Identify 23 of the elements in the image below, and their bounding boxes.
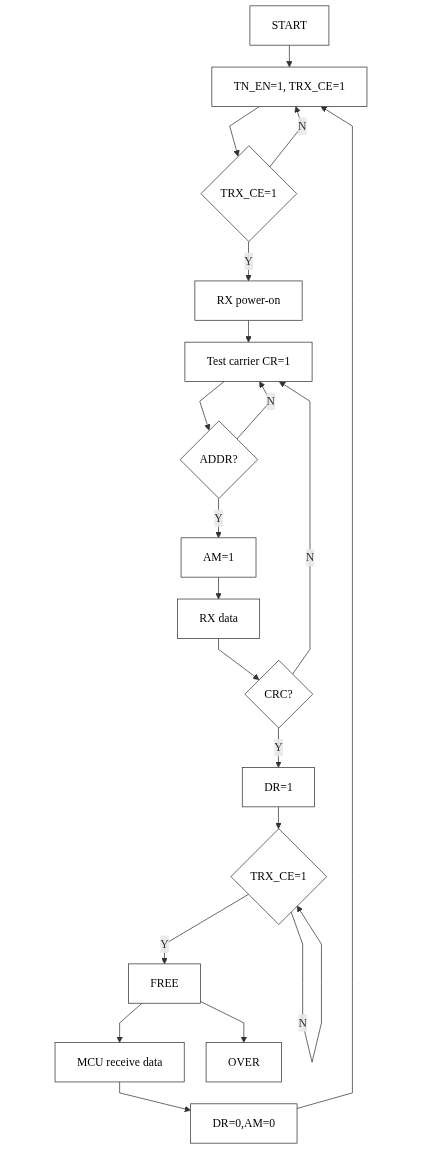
edge-label: Y	[160, 937, 169, 951]
node-diamond: CRC?	[244, 659, 314, 729]
edge-label: N	[298, 1016, 307, 1029]
node-box: MCU receive data	[54, 1042, 185, 1083]
node-box: DR=0,AM=0	[190, 1103, 298, 1144]
edge-label: Y	[274, 741, 283, 754]
node-diamond: TRX_CE=1	[200, 145, 298, 242]
edge-label: N	[297, 119, 307, 132]
node-box: OVER	[205, 1042, 282, 1083]
edge-label: N	[305, 550, 315, 564]
node-box: START	[249, 5, 330, 46]
node-box: AM=1	[180, 537, 257, 578]
edge-label: Y	[244, 254, 253, 268]
node-box: DR=1	[241, 767, 315, 808]
edge-label: Y	[214, 511, 223, 524]
node-diamond: ADDR?	[179, 420, 259, 499]
node-box: Test carrier CR=1	[184, 341, 313, 382]
edge-label: N	[266, 394, 275, 408]
node-box: FREE	[128, 963, 201, 1004]
node-box: TN_EN=1, TRX_CE=1	[211, 66, 368, 107]
node-box: RX power-on	[194, 280, 303, 321]
node-box: RX data	[177, 598, 261, 639]
node-diamond: TRX_CE=1	[230, 828, 328, 925]
